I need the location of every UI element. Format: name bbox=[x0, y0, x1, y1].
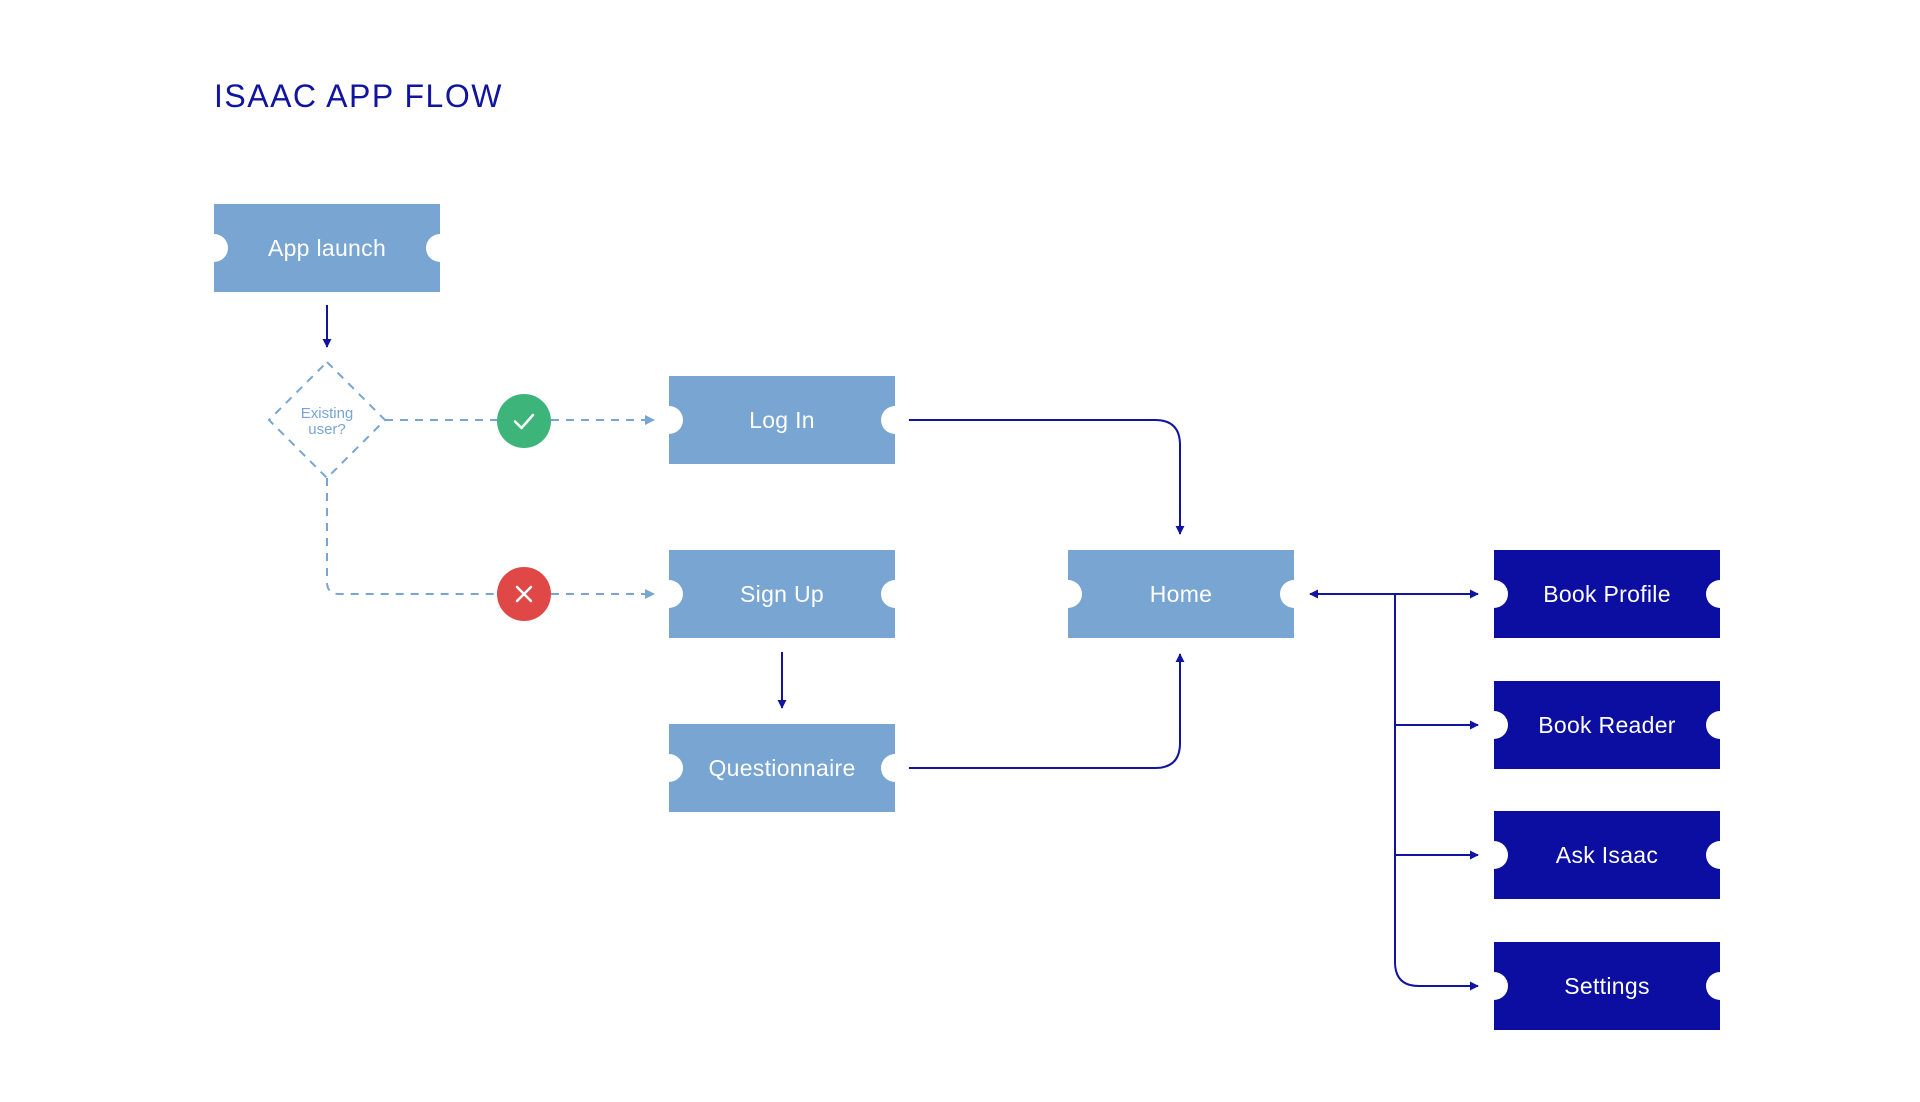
node-settings[interactable]: Settings bbox=[1480, 942, 1734, 1030]
no-badge bbox=[497, 567, 551, 621]
page-title: ISAAC APP FLOW bbox=[214, 78, 503, 114]
x-icon bbox=[515, 585, 533, 603]
connector-no-to-badge bbox=[326, 478, 497, 595]
node-book-profile[interactable]: Book Profile bbox=[1480, 550, 1734, 638]
connector-hub-vertical bbox=[1394, 594, 1479, 991]
node-sign-up[interactable]: Sign Up bbox=[655, 550, 909, 638]
node-log-in[interactable]: Log In bbox=[655, 376, 909, 464]
connector-login-to-home bbox=[908, 419, 1185, 535]
node-home[interactable]: Home bbox=[1054, 550, 1308, 638]
node-book-reader[interactable]: Book Reader bbox=[1480, 681, 1734, 769]
yes-badge bbox=[497, 394, 551, 448]
node-questionnaire[interactable]: Questionnaire bbox=[655, 724, 909, 812]
connector-questionnaire-to-home bbox=[908, 653, 1185, 769]
decision-label-line2: user? bbox=[308, 421, 346, 438]
decision-diamond bbox=[267, 360, 387, 480]
check-icon bbox=[513, 413, 535, 430]
decision-label: Existing user? bbox=[272, 406, 382, 438]
node-app-launch[interactable]: App launch bbox=[200, 204, 454, 292]
node-ask-isaac[interactable]: Ask Isaac bbox=[1480, 811, 1734, 899]
decision-label-line1: Existing bbox=[300, 405, 354, 422]
